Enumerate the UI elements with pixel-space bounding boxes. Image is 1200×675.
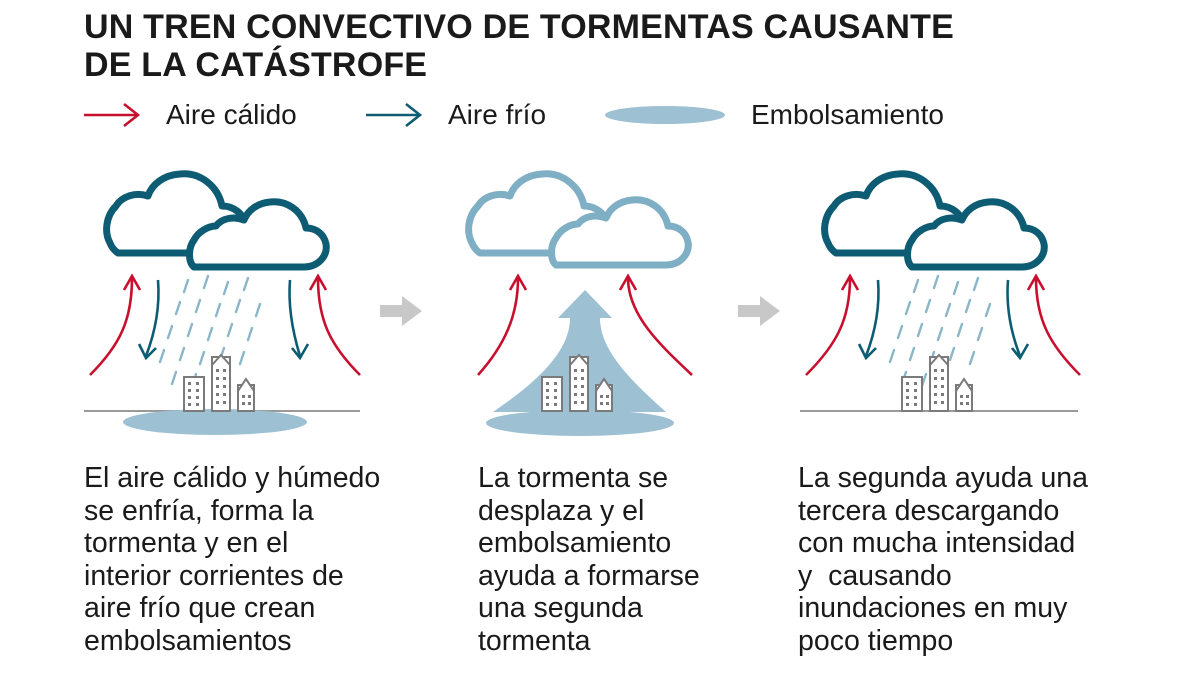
cold-air-arrow-icon	[366, 102, 423, 128]
cold-air-arrow	[137, 279, 310, 361]
cloud-dark-icon	[107, 174, 327, 267]
cloud-dark-icon	[825, 174, 1045, 267]
caption-line: embolsamiento	[478, 527, 672, 559]
caption-line: aire frío que crean	[84, 592, 316, 624]
caption-line: se enfría, forma la	[84, 494, 314, 527]
next-step-arrow-icon	[380, 296, 422, 326]
title-line-1: UN TREN CONVECTIVO DE TORMENTAS CAUSANTE	[84, 8, 955, 46]
next-step-arrow-icon	[738, 296, 780, 326]
caption-line: La tormenta se	[478, 462, 669, 494]
rain-icon	[158, 274, 262, 388]
caption-line: y causando	[798, 559, 952, 592]
title-line-2: DE LA CATÁSTROFE	[84, 46, 428, 84]
caption-step-1: El aire cálido y húmedo se enfría, forma…	[84, 462, 444, 657]
caption-line: inundaciones en muy	[798, 592, 1068, 624]
caption-line: poco tiempo	[798, 624, 954, 657]
caption-line: ayuda a formarse	[478, 559, 700, 592]
page-title: UN TREN CONVECTIVO DE TORMENTAS CAUSANTE…	[84, 8, 954, 84]
panel-1	[84, 174, 361, 435]
panel-2	[469, 174, 693, 436]
caption-line: El aire cálido y húmedo	[84, 462, 381, 494]
warm-air-arrow	[89, 273, 361, 376]
pooling-ellipse	[486, 410, 674, 436]
warm-air-arrow	[805, 273, 1081, 376]
legend-pooling-label: Embolsamiento	[751, 99, 944, 130]
cloud-light-icon	[469, 174, 689, 265]
pooling-ellipse	[123, 409, 307, 435]
caption-line: La segunda ayuda una	[798, 462, 1089, 494]
legend-warm-air-label: Aire cálido	[166, 99, 297, 130]
cold-air-arrow	[857, 279, 1030, 361]
caption-step-2: La tormenta se desplaza y el embolsamien…	[478, 462, 838, 657]
caption-line: embolsamientos	[84, 624, 292, 657]
caption-step-3: La segunda ayuda una tercera descargando…	[798, 462, 1178, 657]
caption-line: desplaza y el	[478, 494, 645, 527]
caption-line: tormenta y en el	[84, 527, 289, 559]
buildings-icon	[183, 354, 255, 412]
storm-diagram	[84, 140, 1081, 436]
caption-line: tormenta	[478, 624, 591, 657]
caption-line: interior corrientes de	[84, 559, 344, 592]
panel-3	[800, 174, 1081, 412]
updraft-arrow-icon	[493, 290, 666, 412]
caption-line: con mucha intensidad	[798, 527, 1076, 559]
warm-air-arrow	[477, 273, 693, 376]
legend: Aire cálido Aire frío Embolsamiento	[0, 92, 1200, 142]
buildings-icon	[901, 354, 973, 412]
caption-line: tercera descargando	[798, 494, 1060, 527]
warm-air-arrow-icon	[84, 102, 141, 128]
caption-line: una segunda	[478, 592, 643, 624]
legend-cold-air-label: Aire frío	[448, 99, 547, 130]
pooling-ellipse-icon	[605, 106, 725, 124]
